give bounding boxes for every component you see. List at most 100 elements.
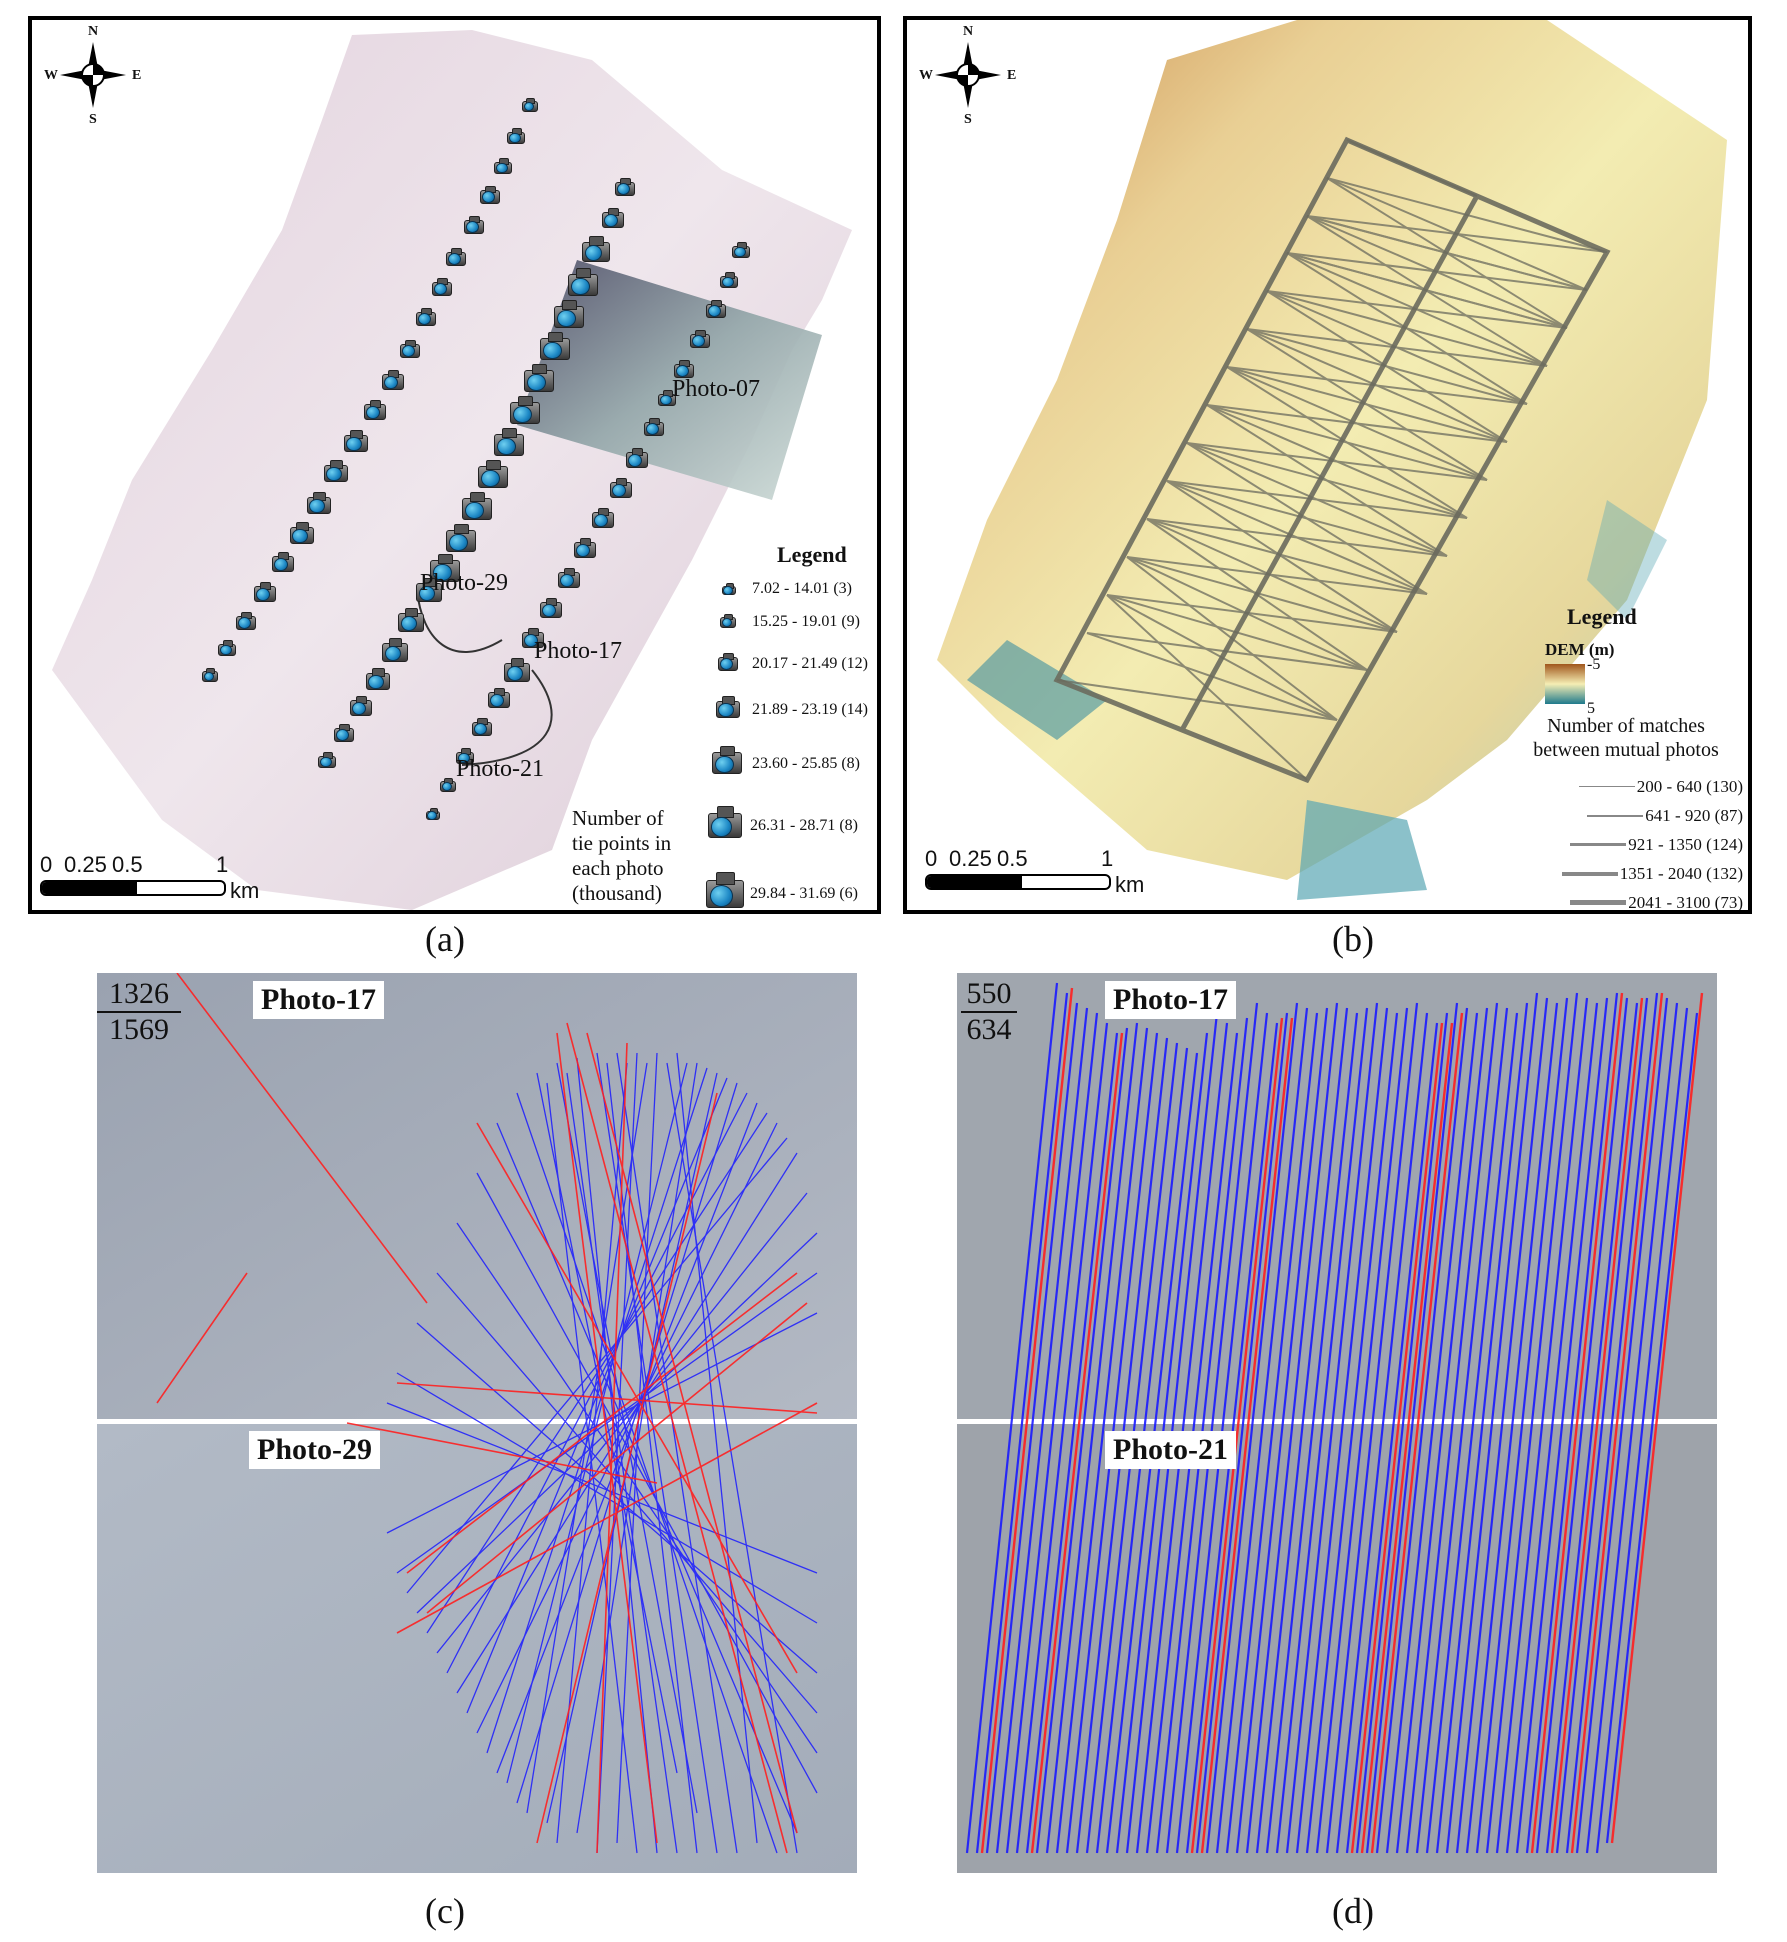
legend-range: 26.31 - 28.71	[750, 817, 836, 834]
compass-w: W	[44, 68, 58, 83]
legend-row: 200 - 640 (130)	[1543, 772, 1743, 801]
panel-d-matches-17-21: 550 634 Photo-17 Photo-21	[957, 973, 1717, 1873]
scale-tick: 0	[40, 852, 53, 877]
scale-tick: 0.5	[112, 852, 143, 877]
camera-icon	[574, 538, 596, 558]
legend-row: 641 - 920 (87)	[1543, 801, 1743, 830]
camera-icon	[610, 478, 632, 498]
photo-label-bottom: Photo-29	[249, 1431, 380, 1469]
legend-count: (9)	[841, 613, 860, 630]
compass-s: S	[89, 112, 97, 127]
mosaic-a-image	[52, 30, 852, 910]
legend-count: (12)	[841, 655, 868, 672]
legend-description: Number of tie points in each photo (thou…	[572, 806, 671, 906]
camera-icon	[307, 492, 331, 514]
legend-row: 23.60 - 25.85 (8)	[712, 740, 860, 774]
scale-tick: 0.5	[997, 846, 1028, 871]
camera-icon	[440, 778, 456, 792]
compass-n: N	[88, 24, 99, 39]
photo-label-top: Photo-17	[253, 981, 384, 1019]
camera-icon	[464, 216, 484, 234]
legend-row: 26.31 - 28.71 (8)	[708, 798, 858, 838]
match-lines-c	[97, 973, 857, 1873]
camera-icon	[494, 428, 524, 456]
legend-range: 2041 - 3100	[1628, 892, 1711, 912]
scale-bar-graphic	[40, 880, 226, 896]
camera-icon	[382, 638, 408, 662]
camera-icon	[722, 583, 736, 595]
camera-icon	[732, 242, 750, 258]
matches-classes: 200 - 640 (130) 641 - 920 (87) 921 - 135…	[1543, 772, 1743, 912]
compass-rose-icon	[935, 42, 1001, 108]
scale-tick: 1	[1101, 846, 1114, 871]
fraction-denominator: 634	[966, 1013, 1012, 1046]
fraction-denominator: 1569	[109, 1013, 169, 1046]
legend-count: (87)	[1714, 805, 1743, 825]
camera-icon	[446, 248, 466, 266]
legend-range: 921 - 1350	[1628, 834, 1702, 854]
caption-d: (d)	[1332, 1891, 1374, 1931]
compass-n: N	[963, 24, 974, 39]
scale-tick: 0.25	[64, 852, 107, 877]
camera-icon	[398, 608, 424, 632]
compass-s: S	[964, 112, 972, 127]
legend-range: 29.84 - 31.69	[750, 885, 836, 902]
legend-description-line: Number of	[572, 806, 664, 830]
legend-row: 921 - 1350 (124)	[1543, 830, 1743, 859]
camera-icon	[344, 430, 368, 452]
camera-icon	[568, 268, 598, 296]
legend-count: (8)	[839, 817, 858, 834]
north-arrow-compass: N S W E	[38, 20, 148, 130]
camera-icon	[507, 128, 525, 144]
camera-icon	[602, 208, 624, 228]
legend-row: 1351 - 2040 (132)	[1543, 859, 1743, 888]
camera-icon	[382, 370, 404, 390]
camera-icon	[430, 554, 460, 582]
legend-description-line: each photo	[572, 856, 664, 880]
scale-bar-graphic	[925, 874, 1111, 890]
legend-range: 1351 - 2040	[1619, 863, 1702, 883]
legend-row: 2041 - 3100 (73)	[1543, 888, 1743, 912]
camera-icon	[708, 806, 742, 838]
legend-range: 21.89 - 23.19	[752, 701, 838, 718]
camera-icon	[592, 508, 614, 528]
compass-e: E	[132, 68, 142, 83]
photo-17-label: Photo-17	[534, 638, 623, 664]
camera-icon	[504, 658, 530, 682]
camera-icon	[690, 330, 710, 348]
compass-e: E	[1007, 68, 1017, 83]
camera-icon	[426, 808, 440, 820]
camera-icon	[254, 582, 276, 602]
camera-icon	[416, 308, 436, 326]
legend-row: 15.25 - 19.01 (9)	[720, 612, 860, 631]
legend-row: 20.17 - 21.49 (12)	[718, 650, 868, 673]
camera-icon	[400, 340, 420, 358]
camera-icon	[644, 418, 664, 436]
camera-icon	[318, 752, 336, 768]
camera-icon	[202, 668, 218, 682]
legend-range: 7.02 - 14.01	[752, 580, 830, 597]
camera-icon	[432, 278, 452, 296]
camera-icon	[540, 598, 562, 618]
scale-unit: km	[1115, 872, 1145, 897]
legend-row: 21.89 - 23.19 (14)	[716, 692, 868, 719]
camera-icon	[218, 640, 236, 656]
panel-a-tie-points-map: Photo-07 Photo-29 Photo-17 Photo-21 N S …	[28, 16, 881, 914]
scale-unit: km	[230, 878, 260, 903]
fraction-numerator: 1326	[97, 979, 181, 1013]
matches-title-line: between mutual photos	[1533, 739, 1719, 761]
caption-c: (c)	[425, 1891, 465, 1931]
photo-07-label: Photo-07	[672, 376, 761, 402]
panel-c-matches-17-29: 1326 1569 Photo-17 Photo-29	[97, 973, 857, 1873]
scale-tick: 0.25	[949, 846, 992, 871]
legend-count: (124)	[1706, 834, 1743, 854]
match-ratio-fraction: 1326 1569	[97, 979, 181, 1045]
camera-icon	[272, 552, 294, 572]
match-lines-d	[957, 973, 1717, 1873]
camera-icon	[366, 668, 390, 690]
camera-icon	[334, 724, 354, 742]
compass-rose-icon	[60, 42, 126, 108]
camera-icon	[478, 460, 508, 488]
legend-description-line: tie points in	[572, 831, 672, 855]
camera-icon	[236, 612, 256, 630]
